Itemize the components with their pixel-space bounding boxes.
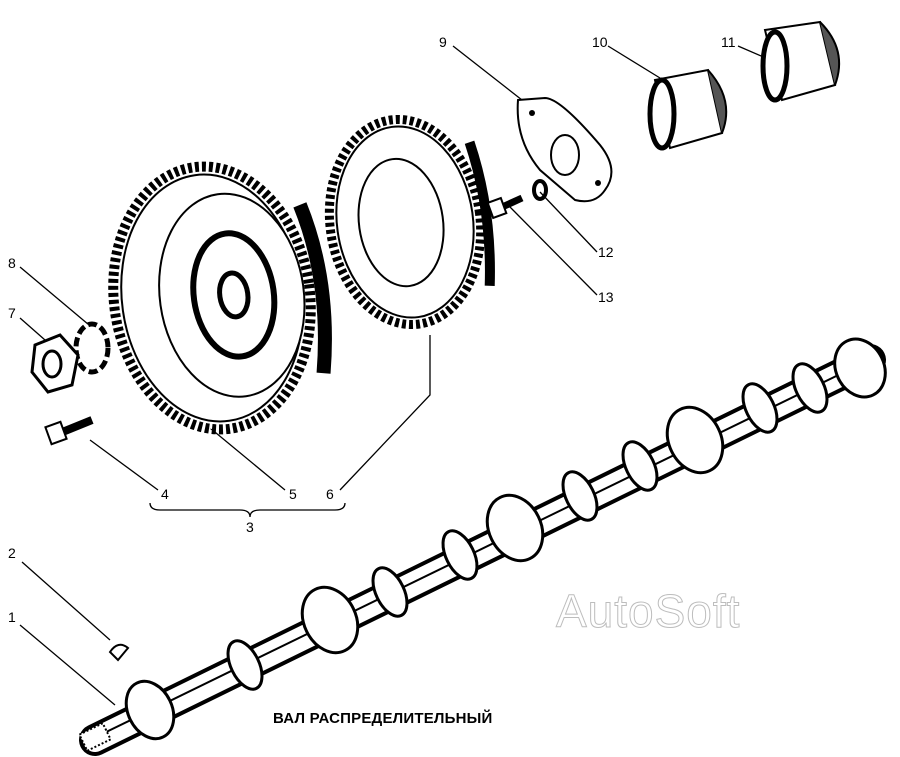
leader-line-13 — [509, 206, 598, 296]
watermark: AutoSoft — [555, 585, 741, 638]
callout-7: 7 — [8, 305, 16, 321]
callout-13: 13 — [598, 289, 614, 305]
callout-6: 6 — [326, 486, 334, 502]
callout-4: 4 — [161, 486, 169, 502]
bolt-4 — [44, 416, 94, 446]
callout-8: 8 — [8, 255, 16, 271]
gear-6 — [324, 114, 495, 330]
leader-line-8 — [19, 266, 96, 331]
leader-line-2 — [21, 561, 111, 641]
lock-washer-8 — [73, 321, 111, 375]
leader-line-6 — [339, 335, 431, 491]
leader-line-9 — [452, 45, 523, 101]
leader-line-7 — [19, 317, 46, 341]
washer-12 — [532, 179, 548, 201]
camshaft-1 — [78, 337, 887, 756]
bushing-10 — [647, 68, 728, 151]
gear-5 — [108, 161, 332, 435]
bolt-13 — [486, 194, 524, 220]
leader-line-5 — [209, 427, 286, 491]
callout-5: 5 — [289, 486, 297, 502]
leader-line-12 — [539, 191, 598, 253]
callout-3: 3 — [246, 519, 254, 535]
leader-line-4 — [89, 439, 159, 491]
key-2 — [108, 643, 130, 662]
callout-10: 10 — [592, 34, 608, 50]
callout-9: 9 — [439, 34, 447, 50]
group-brace-3 — [149, 502, 346, 518]
thrust-flange-9 — [516, 96, 613, 203]
leader-line-1 — [19, 624, 116, 706]
bushing-11 — [760, 20, 841, 103]
callout-11: 11 — [721, 34, 736, 50]
callout-12: 12 — [598, 244, 614, 260]
callout-2: 2 — [8, 545, 16, 561]
callout-1: 1 — [8, 609, 16, 625]
nut-7 — [30, 333, 80, 394]
diagram-title: ВАЛ РАСПРЕДЕЛИТЕЛЬНЫЙ — [273, 710, 493, 727]
leader-line-10 — [607, 45, 661, 79]
